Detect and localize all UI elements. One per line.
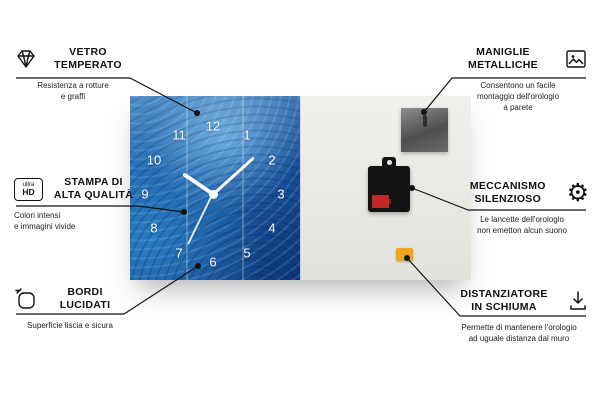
clock-numeral: 1 <box>243 127 251 143</box>
mechanism-hook <box>382 157 396 168</box>
callout-description: Superficie liscia e sicura <box>27 321 113 331</box>
callout-title: BORDI LUCIDATI <box>59 286 111 312</box>
metal-hanging-plate <box>401 108 448 152</box>
clock-numeral: 8 <box>150 220 158 236</box>
clock-numeral: 3 <box>277 186 285 202</box>
callout-title: MECCANISMO SILENZIOSO <box>469 180 546 206</box>
callout-title: VETRO TEMPERATO <box>54 46 122 72</box>
callout-title: DISTANZIATORE IN SCHIUMA <box>460 288 548 314</box>
mechanism-hook-hole <box>387 160 392 165</box>
callout-description: Permette di mantenere l'orologio ad ugua… <box>461 323 577 344</box>
clock-numeral: 5 <box>243 245 251 261</box>
clock-numeral: 6 <box>209 254 217 270</box>
callout-title: MANIGLIE METALLICHE <box>468 46 538 72</box>
callout-description: Consentono un facile montaggio dell'orol… <box>476 81 560 112</box>
clock-numeral: 4 <box>268 220 276 236</box>
callout-maniglie-metalliche: MANIGLIE METALLICHE Consentono un facile… <box>448 46 588 114</box>
callout-vetro-temperato: VETRO TEMPERATO Resistenza a rotture e g… <box>14 46 132 103</box>
callout-title: STAMPA DI ALTA QUALITÀ <box>53 176 134 202</box>
clock-back-panel <box>300 96 471 280</box>
clock-center-cap <box>209 190 218 199</box>
battery <box>372 195 391 208</box>
callout-description: Colori intensi e immagini vivide <box>14 211 76 232</box>
clock-numeral: 2 <box>268 152 276 168</box>
callout-description: Le lancette dell'orologio non emetton al… <box>477 215 567 236</box>
callout-meccanismo-silenzioso: ⚙ MECCANISMO SILENZIOSO Le lancette dell… <box>455 180 589 237</box>
picture-frame-icon <box>564 47 588 71</box>
callout-stampa-alta-qualita: ultra HD STAMPA DI ALTA QUALITÀ Colori i… <box>14 176 138 233</box>
callout-distanziatore-schiuma: DISTANZIATORE IN SCHIUMA Permette di man… <box>448 288 590 345</box>
glass-seam <box>242 96 245 280</box>
polished-edge-icon <box>14 287 38 311</box>
clock-numeral: 10 <box>146 152 162 168</box>
callout-description: Resistenza a rotture e graffi <box>37 81 109 102</box>
clock-front-glass: 12 1 2 3 4 5 6 7 8 9 10 11 <box>130 96 300 280</box>
gear-icon: ⚙ <box>566 178 589 207</box>
hanging-slot <box>422 115 427 127</box>
callout-bordi-lucidati: BORDI LUCIDATI Superficie liscia e sicur… <box>14 286 126 332</box>
wall-spacer-icon <box>566 289 590 313</box>
clock-numeral: 11 <box>172 127 186 143</box>
ultra-hd-icon: ultra HD <box>14 177 43 201</box>
glass-seam <box>186 96 189 280</box>
foam-spacer <box>396 248 413 261</box>
battery-tip <box>389 199 391 204</box>
clock-numeral: 9 <box>141 186 149 202</box>
product-image: 12 1 2 3 4 5 6 7 8 9 10 11 <box>130 96 471 280</box>
diamond-icon <box>14 47 38 71</box>
clock-mechanism <box>368 157 410 212</box>
clock-numeral: 12 <box>205 118 221 134</box>
clock-second-hand <box>187 193 214 245</box>
clock-numeral: 7 <box>175 245 183 261</box>
